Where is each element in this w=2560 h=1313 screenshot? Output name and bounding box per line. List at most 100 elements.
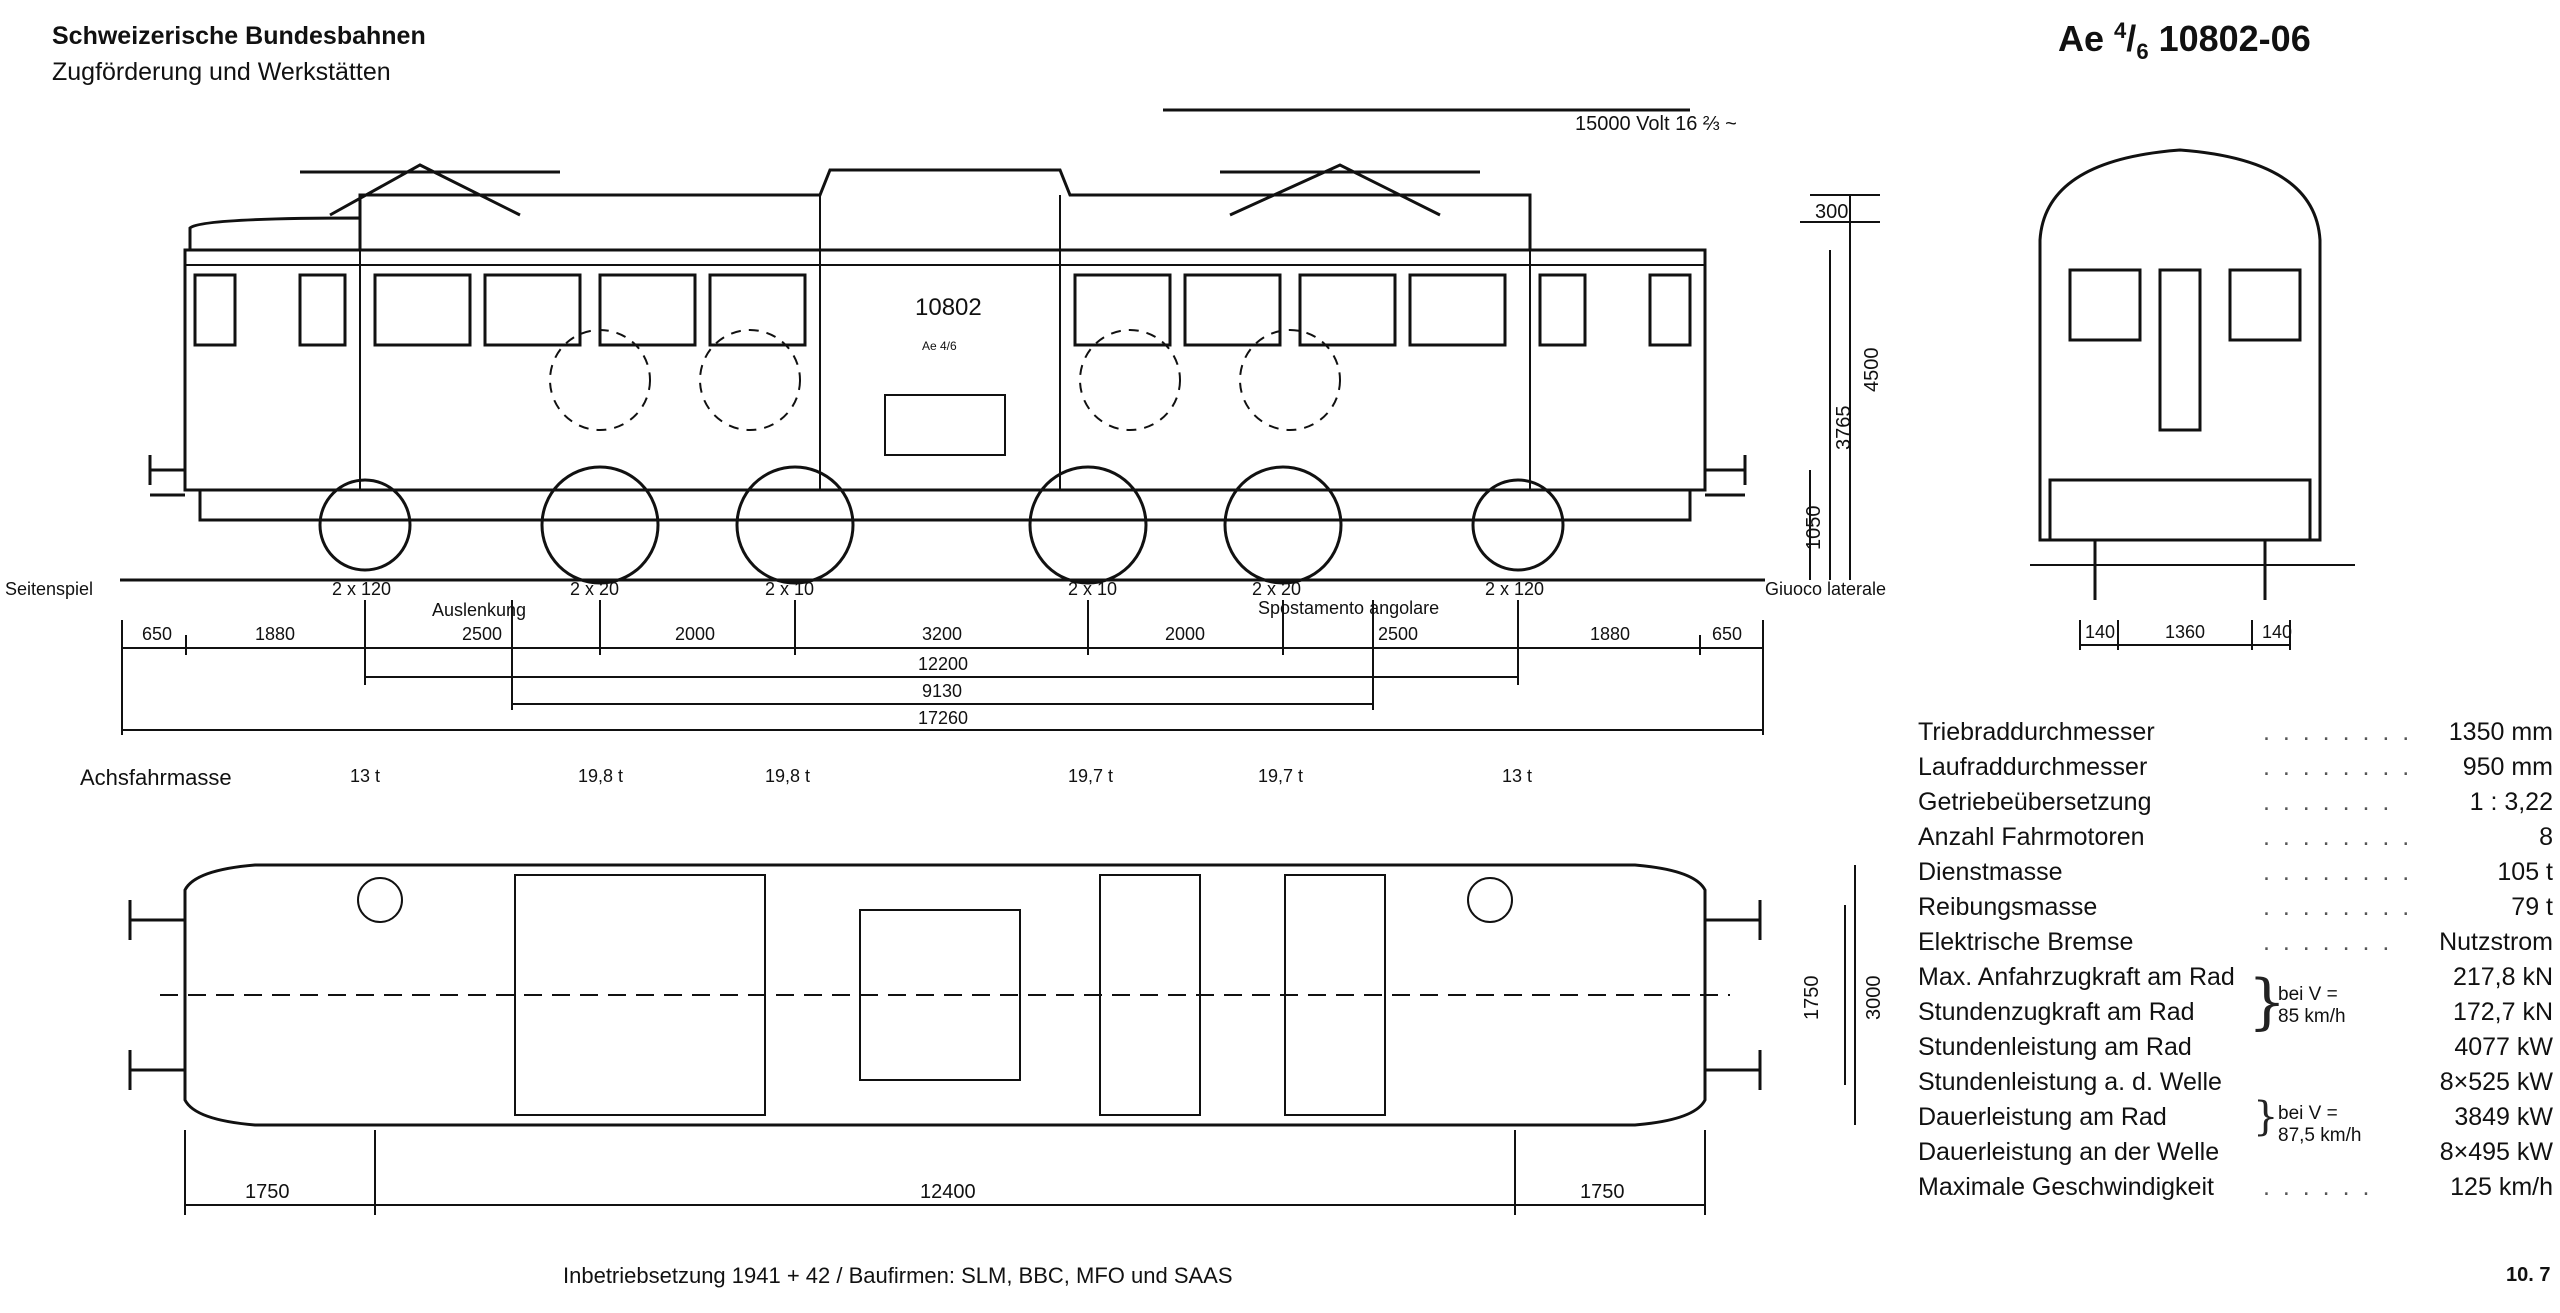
- spacing-5: 3200: [922, 624, 962, 644]
- continuous-speed-b: 87,5 km/h: [2278, 1125, 2362, 1146]
- locomotive-class-title: Ae 4/6 10802-06: [2058, 18, 2311, 65]
- continuous-speed-condition: bei V = 87,5 km/h: [2278, 1103, 2361, 1147]
- spec-label: Stundenzugkraft am Rad: [1918, 998, 2195, 1026]
- dim-9130: 9130: [922, 681, 962, 701]
- spec-value: 8×525 kW: [2439, 1068, 2553, 1096]
- spec-value: 8: [2539, 823, 2553, 851]
- spec-value: 1350 mm: [2448, 718, 2553, 746]
- hourly-speed-b: 85 km/h: [2278, 1006, 2346, 1027]
- side-view: [120, 108, 1880, 735]
- axle-load-1: 13 t: [350, 766, 380, 786]
- hourly-brace: }: [2248, 967, 2287, 1037]
- left-side-label: Seitenspiel: [5, 579, 93, 599]
- axle-load-5: 19,7 t: [1258, 766, 1303, 786]
- spec-row: Triebraddurchmesser. . . . . . . .1350 m…: [1918, 718, 2553, 746]
- plan-buffers-left: [128, 900, 185, 1090]
- plan-outline: [183, 863, 1707, 1127]
- front-view: [2030, 148, 2355, 650]
- axle-load-3: 19,8 t: [765, 766, 810, 786]
- roof-outline: [358, 168, 1532, 250]
- lateral-play-1: 2 x 120: [332, 579, 391, 599]
- buffer-right: [1705, 455, 1747, 497]
- spec-value: 79 t: [2511, 893, 2553, 921]
- spec-row: Getriebeübersetzung. . . . . . .1 : 3,22: [1918, 788, 2553, 816]
- dim-17260: 17260: [918, 708, 968, 728]
- plan-width-1750: 1750: [1801, 976, 1823, 1021]
- page-number: 10. 7: [2506, 1264, 2551, 1286]
- spacing-2: 1880: [255, 624, 295, 644]
- axle-load-6: 13 t: [1502, 766, 1532, 786]
- spec-row: Stundenleistung am Rad 4077 kW: [1918, 1031, 2558, 1066]
- spacing-3: 2500: [462, 624, 502, 644]
- spec-value: 172,7 kN: [2452, 998, 2553, 1026]
- lateral-play-6: 2 x 120: [1485, 579, 1544, 599]
- plan-buffers-right: [1705, 900, 1762, 1090]
- voltage-label: 15000 Volt 16 ⅔ ~: [1575, 113, 1737, 135]
- plan-length-3: 1750: [1580, 1181, 1625, 1203]
- height-300: 300: [1815, 201, 1848, 223]
- right-side-label: Giuoco laterale: [1765, 579, 1886, 599]
- axle-load-2: 19,8 t: [578, 766, 623, 786]
- plan-length-2: 12400: [920, 1181, 976, 1203]
- continuous-speed-a: bei V =: [2278, 1103, 2338, 1124]
- spacing-1: 650: [142, 624, 172, 644]
- dim-12200: 12200: [918, 654, 968, 674]
- spec-value: Nutzstrom: [2439, 928, 2553, 956]
- spec-row: Dauerleistung am Rad 3849 kW: [1918, 1101, 2558, 1136]
- access-panel: [884, 394, 1006, 456]
- class-number: 10802-06: [2158, 18, 2311, 59]
- spec-value: 105 t: [2497, 858, 2553, 886]
- spec-row: Stundenleistung a. d. Welle 8×525 kW: [1918, 1066, 2558, 1101]
- height-1050: 1050: [1803, 506, 1825, 551]
- axle-load-4: 19,7 t: [1068, 766, 1113, 786]
- cab-window-left: [193, 273, 237, 347]
- continuous-brace: }: [2253, 1094, 2279, 1140]
- spec-label: Dauerleistung am Rad: [1918, 1103, 2167, 1131]
- spec-value: 8×495 kW: [2439, 1138, 2553, 1166]
- loco-class-small: Ae 4/6: [922, 339, 957, 353]
- spec-row: Anzahl Fahrmotoren. . . . . . . .8: [1918, 823, 2553, 851]
- lateral-play-5: 2 x 20: [1252, 579, 1301, 599]
- wheel-5: [1223, 465, 1343, 585]
- front-width-3: 140: [2262, 622, 2292, 642]
- wheel-3: [735, 465, 855, 585]
- class-sup: 4: [2114, 18, 2127, 43]
- plan-width-3000: 3000: [1863, 976, 1885, 1021]
- spec-row: Maximale Geschwindigkeit. . . . . .125 k…: [1918, 1173, 2553, 1201]
- front-body: [2038, 148, 2322, 542]
- spec-label: Triebraddurchmesser: [1918, 718, 2155, 746]
- spec-value: 3849 kW: [2454, 1103, 2553, 1131]
- hourly-speed-a: bei V =: [2278, 984, 2338, 1005]
- spacing-7: 2500: [1378, 624, 1418, 644]
- front-width-2: 1360: [2165, 622, 2205, 642]
- front-width-1: 140: [2085, 622, 2115, 642]
- deflection-de: Auslenkung: [432, 600, 526, 620]
- spec-label: Dauerleistung an der Welle: [1918, 1138, 2220, 1166]
- department-subtitle: Zugförderung und Werkstätten: [52, 58, 391, 86]
- spec-value: 125 km/h: [2450, 1173, 2553, 1201]
- wheel-2: [540, 465, 660, 585]
- spec-label: Stundenleistung a. d. Welle: [1918, 1068, 2222, 1096]
- spacing-8: 1880: [1590, 624, 1630, 644]
- spec-label: Stundenleistung am Rad: [1918, 1033, 2192, 1061]
- wheel-6: [1471, 478, 1565, 572]
- pantograph-right: [1220, 163, 1480, 217]
- spec-label: Elektrische Bremse: [1918, 928, 2134, 956]
- wheel-1: [318, 478, 412, 572]
- spec-row: Stundenzugkraft am Rad 172,7 kN: [1918, 996, 2558, 1031]
- cab-roof-left: [188, 216, 362, 252]
- height-4500: 4500: [1861, 348, 1883, 393]
- spec-label: Laufraddurchmesser: [1918, 753, 2148, 781]
- plan-length-1: 1750: [245, 1181, 290, 1203]
- spec-row: Elektrische Bremse. . . . . . .Nutzstrom: [1918, 928, 2553, 956]
- deflection-it: Spostamento angolare: [1258, 598, 1439, 618]
- spec-value: 4077 kW: [2454, 1033, 2553, 1061]
- class-sub: 6: [2136, 39, 2149, 65]
- loco-number: 10802: [915, 294, 982, 321]
- spec-row: Dienstmasse. . . . . . . .105 t: [1918, 858, 2553, 886]
- spec-value: 217,8 kN: [2452, 963, 2553, 991]
- spec-label: Maximale Geschwindigkeit: [1918, 1173, 2214, 1201]
- spec-row: Laufraddurchmesser. . . . . . . .950 mm: [1918, 753, 2553, 781]
- hourly-speed-condition: bei V = 85 km/h: [2278, 984, 2346, 1028]
